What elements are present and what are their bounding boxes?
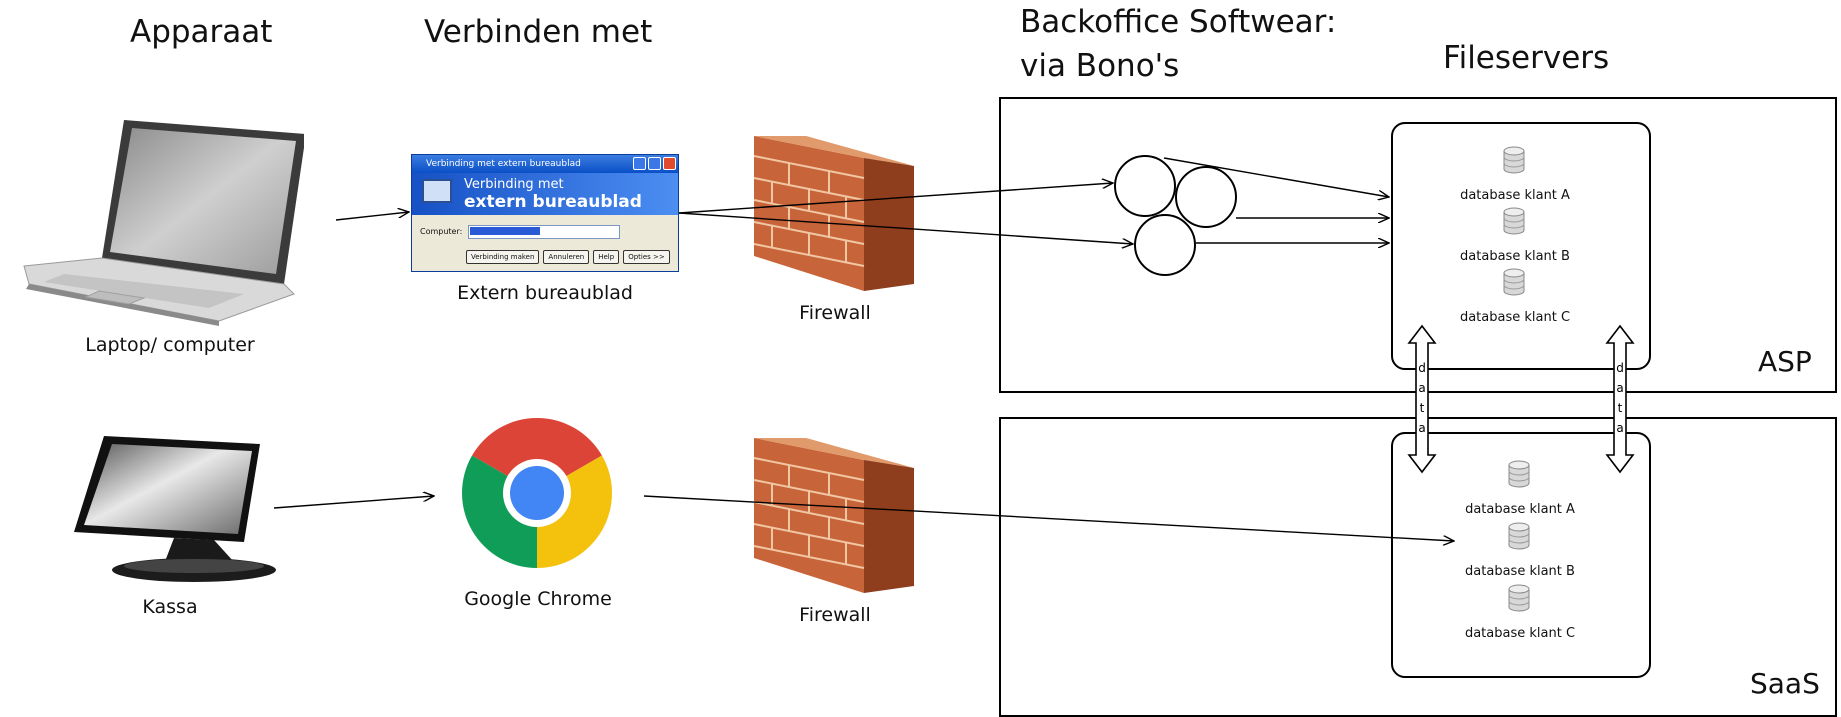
rdp-to-bono-arrow-2: [678, 212, 1133, 244]
rdp-computer-combo: [468, 225, 620, 239]
asp-fileserver: [1391, 122, 1651, 370]
rdp-help-button: Help: [593, 250, 620, 264]
minimize-icon: [633, 157, 646, 170]
header-apparaat: Apparaat: [130, 14, 273, 50]
kassa-label: Kassa: [142, 596, 198, 618]
kassa-to-chrome-arrow: [273, 496, 434, 509]
firewall-icon: [753, 436, 914, 598]
rdp-title: Verbinding met extern bureaublad: [412, 155, 678, 173]
rdp-buttons: Verbinding maken Annuleren Help Opties >…: [466, 250, 670, 264]
data-arrow-left: [1407, 324, 1437, 474]
data-arrow-right: [1605, 324, 1635, 474]
firewall-icon: [753, 134, 914, 296]
laptop-icon: [4, 116, 306, 326]
database-icon: [1503, 207, 1525, 235]
header-verbinden-met: Verbinden met: [424, 14, 653, 50]
bono-server-circle: [1175, 166, 1237, 228]
asp-db-label-a: database klant A: [1460, 188, 1570, 203]
asp-db-label-b: database klant B: [1460, 249, 1570, 264]
laptop-label: Laptop/ computer: [85, 334, 255, 356]
asp-label: ASP: [1758, 345, 1812, 378]
saas-db-label-a: database klant A: [1465, 502, 1575, 517]
rdp-banner-line2: extern bureaublad: [464, 192, 642, 212]
bono-server-circle: [1114, 155, 1176, 217]
header-fileservers: Fileservers: [1443, 40, 1610, 76]
database-icon: [1508, 584, 1530, 612]
asp-db-label-c: database klant C: [1459, 310, 1571, 325]
remote-desktop-window: Verbinding met extern bureaublad Verbind…: [411, 154, 679, 272]
rdp-options-button: Opties >>: [623, 250, 670, 264]
saas-label: SaaS: [1750, 667, 1820, 700]
monitor-icon: [422, 179, 452, 203]
chrome-icon: [462, 418, 612, 568]
bono-servers: [1114, 155, 1237, 276]
firewall-top-label: Firewall: [799, 302, 871, 324]
database-icon: [1503, 146, 1525, 174]
header-backoffice: Backoffice Softwear:: [1020, 4, 1337, 40]
rdp-to-bono-arrow-1: [678, 183, 1113, 214]
database-icon: [1508, 522, 1530, 550]
chrome-label: Google Chrome: [464, 588, 612, 610]
database-icon: [1503, 268, 1525, 296]
close-icon: [663, 157, 676, 170]
rdp-banner: Verbinding met extern bureaublad: [412, 173, 678, 215]
bono-to-asp-arrow-1: [1163, 157, 1389, 197]
database-icon: [1508, 460, 1530, 488]
pos-terminal-icon: [64, 434, 284, 584]
rdp-connect-button: Verbinding maken: [466, 250, 540, 264]
saas-fileserver: [1391, 432, 1651, 678]
rdp-window-controls: [633, 157, 676, 170]
header-backoffice-sub: via Bono's: [1020, 48, 1180, 84]
chrome-to-saas-arrow: [643, 495, 1454, 541]
rdp-banner-line1: Verbinding met: [464, 177, 564, 192]
rdp-computer-label: Computer:: [420, 227, 463, 236]
maximize-icon: [648, 157, 661, 170]
saas-db-label-c: database klant C: [1464, 626, 1576, 641]
bono-server-circle: [1134, 214, 1196, 276]
rdp-cancel-button: Annuleren: [543, 250, 590, 264]
saas-db-label-b: database klant B: [1465, 564, 1575, 579]
firewall-bottom-label: Firewall: [799, 604, 871, 626]
laptop-to-rdp-arrow: [335, 212, 409, 221]
rdp-label: Extern bureaublad: [457, 282, 633, 304]
